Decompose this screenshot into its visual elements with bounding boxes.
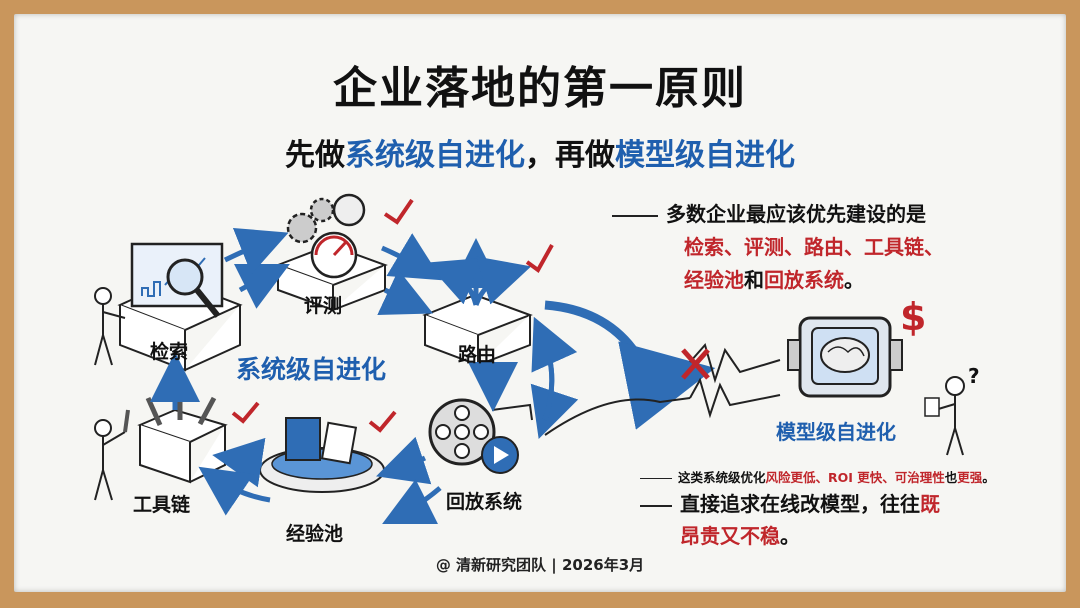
- check-icon: [385, 200, 412, 222]
- experience-pool-icon: [260, 418, 384, 492]
- note-prefix: 这类系统级优化: [678, 470, 766, 485]
- check-icon: [233, 403, 258, 421]
- warning-line2-red: 昂贵又不稳: [680, 524, 780, 548]
- priority-text-block: 多数企业最应该优先建设的是 检索、评测、路由、工具链、 经验池和回放系统。: [612, 198, 944, 297]
- check-icon: [527, 245, 552, 270]
- toolbox-icon: [140, 388, 225, 482]
- priority-item-pool: 经验池: [684, 268, 744, 292]
- note-mid: 也: [945, 470, 958, 485]
- label-system-level-evolution: 系统级自进化: [236, 350, 386, 386]
- warning-line1: 直接追求在线改模型，往往: [680, 492, 920, 516]
- flow-to-model: [545, 305, 780, 435]
- system-optimization-note: 这类系统级优化风险更低、ROI 更快、可治理性也更强。: [640, 467, 995, 486]
- note-strong: 更强: [957, 470, 982, 485]
- stick-figure-confused: [925, 377, 964, 455]
- priority-and: 和: [744, 268, 764, 292]
- question-mark-icon: ?: [968, 364, 980, 388]
- label-routing: 路由: [458, 340, 496, 367]
- check-icon: [370, 412, 395, 430]
- dash-icon: [612, 215, 658, 217]
- warning-line1-red: 既: [920, 492, 940, 516]
- priority-item-replay: 回放系统: [764, 268, 844, 292]
- dash-icon: [640, 505, 672, 507]
- note-end: 。: [982, 470, 995, 485]
- replay-film-reel-icon: [430, 400, 532, 473]
- note-risk: 风险更低、ROI 更快、可治理性: [766, 470, 945, 485]
- label-experience-pool: 经验池: [286, 519, 343, 546]
- priority-period: 。: [844, 268, 864, 292]
- label-model-level-evolution: 模型级自进化: [776, 416, 896, 445]
- stick-figure-wrench: [95, 410, 128, 500]
- label-retrieval: 检索: [150, 337, 188, 364]
- model-brain-device-icon: [788, 318, 902, 396]
- priority-list-line: 检索、评测、路由、工具链、: [612, 231, 944, 264]
- model-warning-note: 直接追求在线改模型，往往既 昂贵又不稳。: [640, 488, 940, 552]
- footer-credit: @ 清新研究团队 | 2026年3月: [0, 554, 1080, 575]
- priority-list-line-2: 经验池和回放系统。: [612, 264, 944, 297]
- label-replay-system: 回放系统: [446, 487, 522, 514]
- warning-line2-end: 。: [780, 524, 800, 548]
- label-evaluation: 评测: [304, 291, 342, 318]
- label-toolchain: 工具链: [133, 490, 190, 517]
- dash-icon: [640, 478, 672, 479]
- priority-intro: 多数企业最应该优先建设的是: [666, 202, 926, 226]
- dollar-icon: $: [900, 295, 926, 339]
